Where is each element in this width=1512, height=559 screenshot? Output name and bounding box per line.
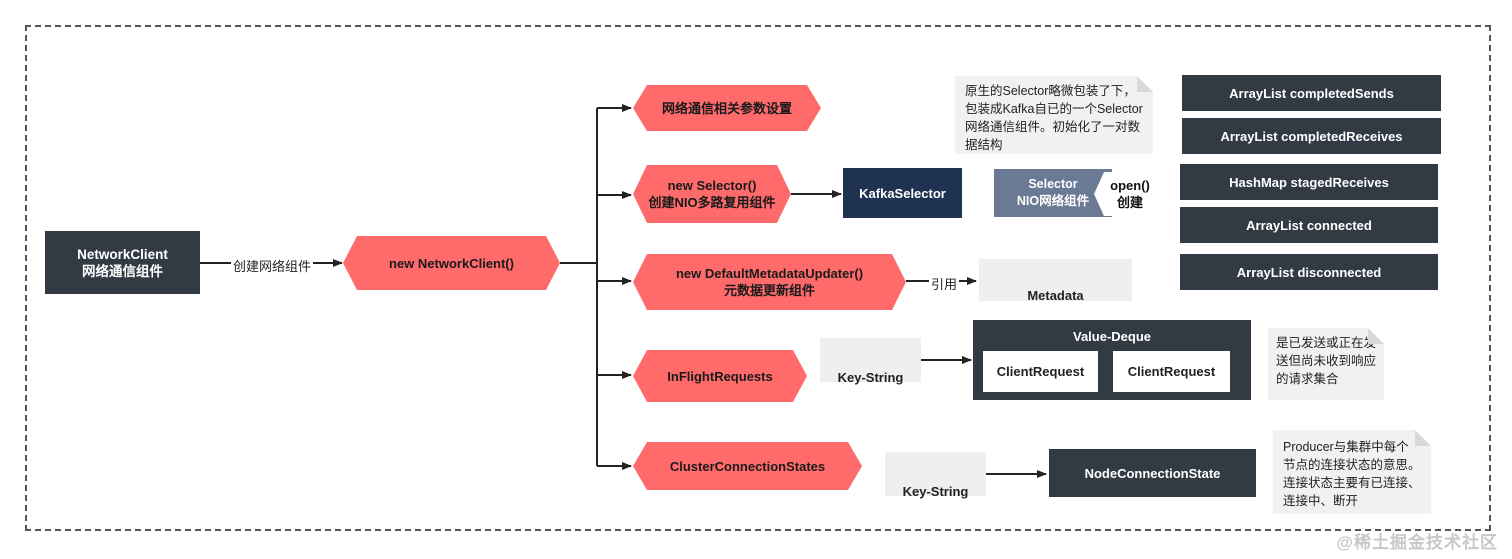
array-struct-1: ArrayList completedReceives	[1182, 118, 1441, 154]
open-tag-line2: 创建	[1116, 195, 1143, 210]
client-request-0: ClientRequest	[983, 351, 1098, 392]
selector-note-text: 原生的Selector略微包装了下，包装成Kafka自已的一个Selector网…	[965, 84, 1143, 152]
inflight-key-node: Key-String	[820, 338, 921, 385]
client-request-label: ClientRequest	[996, 364, 1085, 379]
cluster-key-node: Key-String	[885, 452, 986, 499]
array-struct-label: ArrayList connected	[1246, 217, 1372, 233]
selector-line1: new Selector()	[667, 178, 757, 193]
network-client-node: NetworkClient 网络通信组件	[45, 231, 200, 294]
cluster-key-label: Key-String	[902, 484, 969, 499]
edge-create-label: 创建网络组件	[231, 256, 314, 275]
params-node: 网络通信相关参数设置	[633, 85, 821, 131]
inflight-label: InFlightRequests	[667, 368, 773, 384]
cluster-note-text: Producer与集群中每个节点的连接状态的意思。连接状态主要有已连接、连接中、…	[1283, 440, 1421, 508]
nio-selector-node: Selector NIO网络组件	[994, 169, 1112, 217]
params-label: 网络通信相关参数设置	[661, 100, 792, 116]
new-network-client-node: new NetworkClient()	[343, 236, 560, 290]
cluster-states-label: ClusterConnectionStates	[669, 458, 826, 474]
selector-note: 原生的Selector略微包装了下，包装成Kafka自已的一个Selector网…	[955, 76, 1153, 154]
kafka-selector-node: KafkaSelector	[843, 168, 962, 218]
selector-node: new Selector() 创建NIO多路复用组件	[633, 165, 791, 223]
nio-selector-line1: Selector	[1028, 177, 1078, 191]
node-connection-state-node: NodeConnectionState	[1049, 449, 1256, 497]
inflight-note: 是已发送或正在发送但尚未收到响应的请求集合	[1268, 328, 1384, 400]
new-network-client-label: new NetworkClient()	[389, 255, 514, 271]
cluster-note: Producer与集群中每个节点的连接状态的意思。连接状态主要有已连接、连接中、…	[1273, 430, 1431, 514]
array-struct-4: ArrayList disconnected	[1180, 254, 1438, 290]
network-client-title: NetworkClient	[77, 246, 168, 262]
array-struct-label: ArrayList disconnected	[1236, 264, 1382, 280]
metadata-updater-line1: new DefaultMetadataUpdater()	[675, 266, 864, 281]
client-request-1: ClientRequest	[1113, 351, 1230, 392]
array-struct-label: HashMap stagedReceives	[1229, 174, 1389, 190]
metadata-node: Metadata	[979, 259, 1132, 303]
array-struct-0: ArrayList completedSends	[1182, 75, 1441, 111]
client-request-label: ClientRequest	[1127, 364, 1216, 379]
metadata-updater-node: new DefaultMetadataUpdater() 元数据更新组件	[633, 254, 906, 310]
array-struct-label: ArrayList completedSends	[1229, 85, 1394, 101]
array-struct-2: HashMap stagedReceives	[1180, 164, 1438, 200]
inflight-key-label: Key-String	[837, 370, 904, 385]
inflight-node: InFlightRequests	[633, 350, 807, 402]
open-tag-line1: open()	[1110, 178, 1150, 193]
array-struct-label: ArrayList completedReceives	[1220, 128, 1403, 144]
diagram-frame	[25, 25, 1491, 531]
inflight-note-text: 是已发送或正在发送但尚未收到响应的请求集合	[1276, 336, 1377, 386]
array-struct-3: ArrayList connected	[1180, 207, 1438, 243]
cluster-states-node: ClusterConnectionStates	[633, 442, 862, 490]
watermark: @稀土掘金技术社区	[1336, 533, 1498, 552]
metadata-label: Metadata	[1027, 288, 1084, 303]
value-deque-title: Value-Deque	[1072, 329, 1152, 344]
selector-line2: 创建NIO多路复用组件	[648, 195, 776, 210]
network-client-subtitle: 网络通信组件	[82, 263, 163, 279]
open-create-tag: open() 创建	[1094, 172, 1166, 216]
kafka-selector-label: KafkaSelector	[859, 185, 946, 201]
edge-ref-label: 引用	[929, 274, 960, 293]
node-connection-state-label: NodeConnectionState	[1084, 465, 1221, 481]
metadata-updater-line2: 元数据更新组件	[723, 283, 815, 298]
nio-selector-line2: NIO网络组件	[1016, 194, 1090, 208]
